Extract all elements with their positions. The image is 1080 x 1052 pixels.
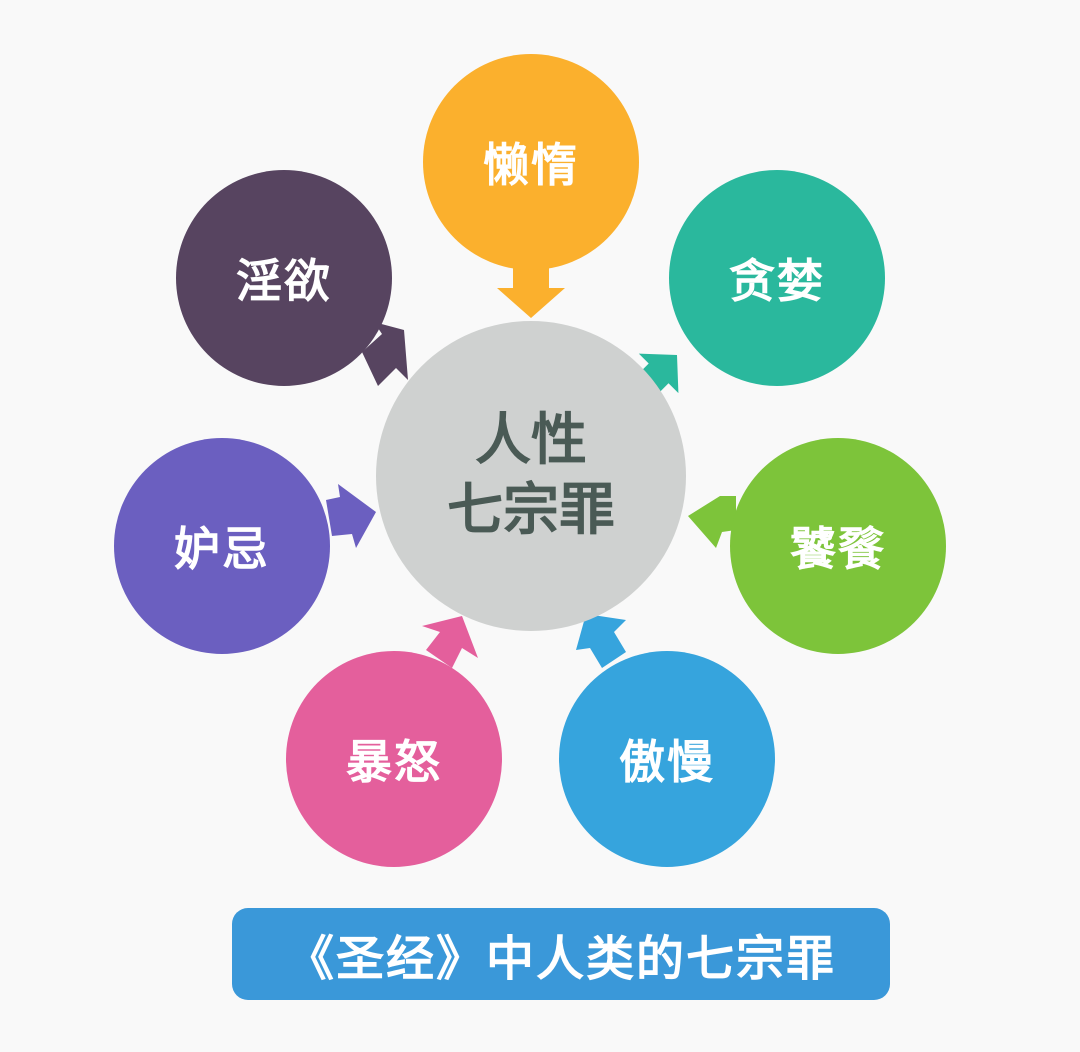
- arrow-lust-icon: [362, 322, 408, 386]
- arrow-wrath-icon: [422, 616, 478, 668]
- node-greed: 贪婪: [669, 170, 885, 386]
- node-wrath: 暴怒: [286, 651, 502, 867]
- center-hub: 人性 七宗罪: [376, 321, 686, 631]
- arrow-envy-icon: [326, 484, 376, 548]
- node-label: 傲慢: [619, 735, 715, 789]
- node-label: 暴怒: [346, 735, 442, 789]
- node-envy: 妒忌: [114, 438, 330, 654]
- center-title-line1: 人性: [475, 408, 587, 473]
- arrow-pride-icon: [576, 614, 626, 668]
- node-sloth: 懒惰: [423, 54, 639, 270]
- node-label: 妒忌: [174, 522, 270, 576]
- caption-text: 《圣经》中人类的七宗罪: [285, 931, 836, 987]
- arrow-gluttony-icon: [688, 496, 736, 548]
- node-label: 懒惰: [483, 138, 579, 192]
- center-title-line2: 七宗罪: [447, 478, 615, 543]
- node-lust: 淫欲: [176, 170, 392, 386]
- caption-banner: 《圣经》中人类的七宗罪: [232, 908, 890, 1000]
- node-label: 贪婪: [729, 254, 825, 308]
- node-label: 淫欲: [236, 254, 332, 308]
- node-pride: 傲慢: [559, 651, 775, 867]
- arrow-sloth-icon: [497, 268, 565, 318]
- node-label: 饕餮: [790, 522, 886, 576]
- node-gluttony: 饕餮: [730, 438, 946, 654]
